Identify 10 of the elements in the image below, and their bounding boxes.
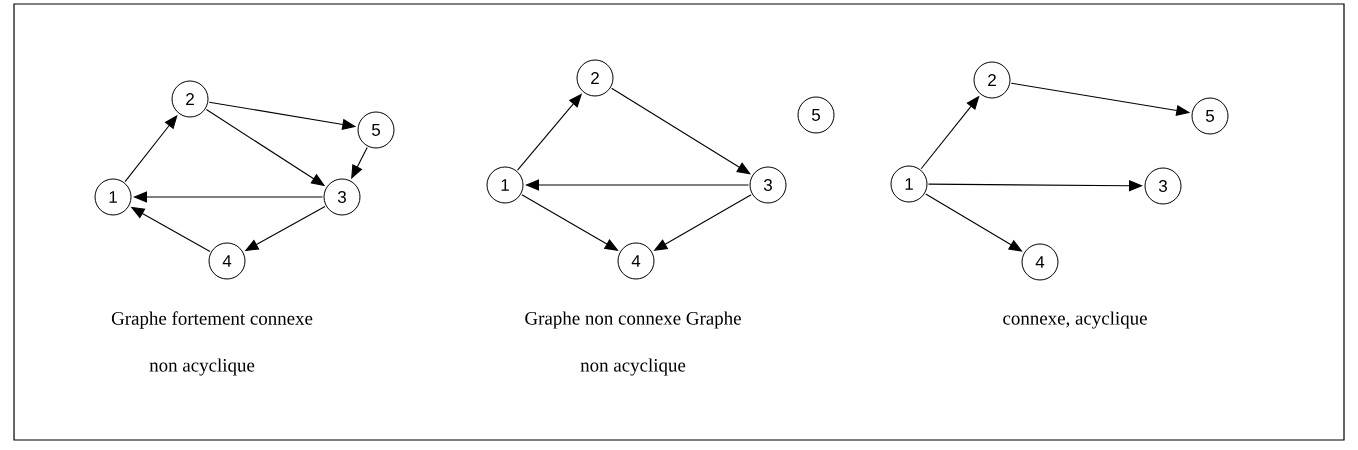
caption: Graphe fortement connexe [111,311,313,329]
arrow [133,191,324,203]
arrow [925,193,1023,252]
caption: non acyclique [149,358,255,376]
arrow [927,180,1143,192]
caption: connexe, acyclique [1003,311,1147,329]
arrow [525,179,750,191]
caption: non acyclique [580,358,686,376]
arrow [611,87,751,175]
caption: Graphe non connexe Graphe [525,311,741,329]
